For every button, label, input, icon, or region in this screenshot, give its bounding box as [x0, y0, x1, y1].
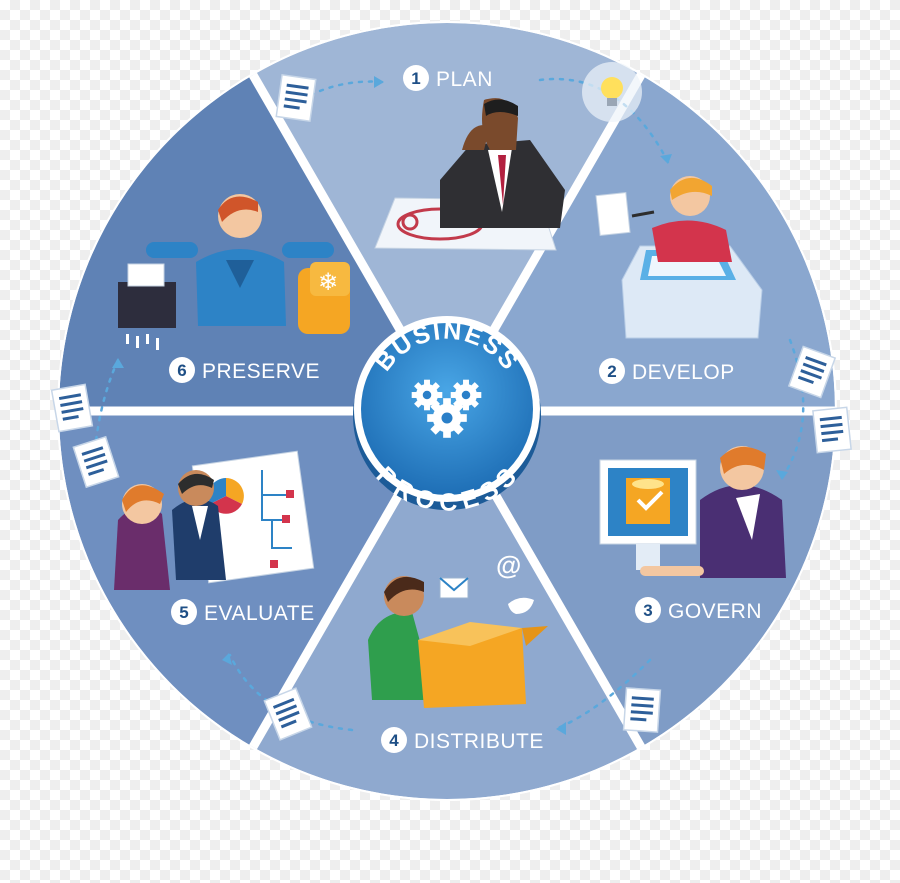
document-icon	[50, 383, 94, 433]
step-number-badge	[635, 597, 661, 623]
step-label: PLAN	[436, 68, 493, 91]
step-evaluate-label[interactable]: 5 EVALUATE	[171, 599, 315, 625]
step-number: 1	[411, 69, 420, 88]
step-label: GOVERN	[668, 600, 762, 623]
lightbulb-icon	[582, 62, 642, 122]
hub[interactable]: BUSINESS PROCESS	[353, 316, 541, 517]
step-number: 6	[177, 361, 186, 380]
illustration-distribute: @	[368, 550, 548, 708]
snowflake-icon: ❄	[318, 268, 338, 296]
step-plan-label[interactable]: 1 PLAN	[403, 65, 493, 91]
illustration-evaluate	[114, 450, 315, 590]
flow-arrow-1-2	[538, 77, 670, 164]
step-number: 2	[607, 362, 616, 381]
flow-arrow-2-3	[780, 338, 805, 480]
step-number: 3	[643, 601, 652, 620]
step-number-badge	[171, 599, 197, 625]
step-number: 4	[389, 731, 399, 750]
at-sign-icon: @	[496, 550, 521, 580]
segment-distribute[interactable]	[253, 411, 641, 799]
illustration-plan	[374, 98, 565, 251]
step-label: EVALUATE	[204, 602, 315, 625]
flow-arrow-3-4	[556, 658, 652, 730]
step-preserve-label[interactable]: 6 PRESERVE	[169, 357, 320, 383]
step-label: DISTRIBUTE	[414, 730, 544, 753]
illustration-govern	[599, 446, 786, 578]
twitter-bird-icon	[508, 597, 534, 614]
step-develop-label[interactable]: 2 DEVELOP	[599, 358, 735, 384]
document-icon	[622, 687, 662, 733]
step-label: PRESERVE	[202, 360, 320, 383]
step-number-badge	[381, 727, 407, 753]
step-number: 5	[179, 603, 188, 622]
illustration-preserve: ❄	[118, 194, 350, 350]
step-number-badge	[599, 358, 625, 384]
step-number-badge	[403, 65, 429, 91]
flow-arrowheads	[112, 76, 788, 735]
document-icon	[275, 74, 317, 122]
step-govern-label[interactable]: 3 GOVERN	[635, 597, 762, 623]
illustration-develop	[595, 176, 763, 339]
document-icon	[812, 406, 852, 454]
step-label: DEVELOP	[632, 361, 735, 384]
step-distribute-label[interactable]: 4 DISTRIBUTE	[381, 727, 544, 753]
step-number-badge	[169, 357, 195, 383]
envelope-icon	[439, 577, 469, 599]
